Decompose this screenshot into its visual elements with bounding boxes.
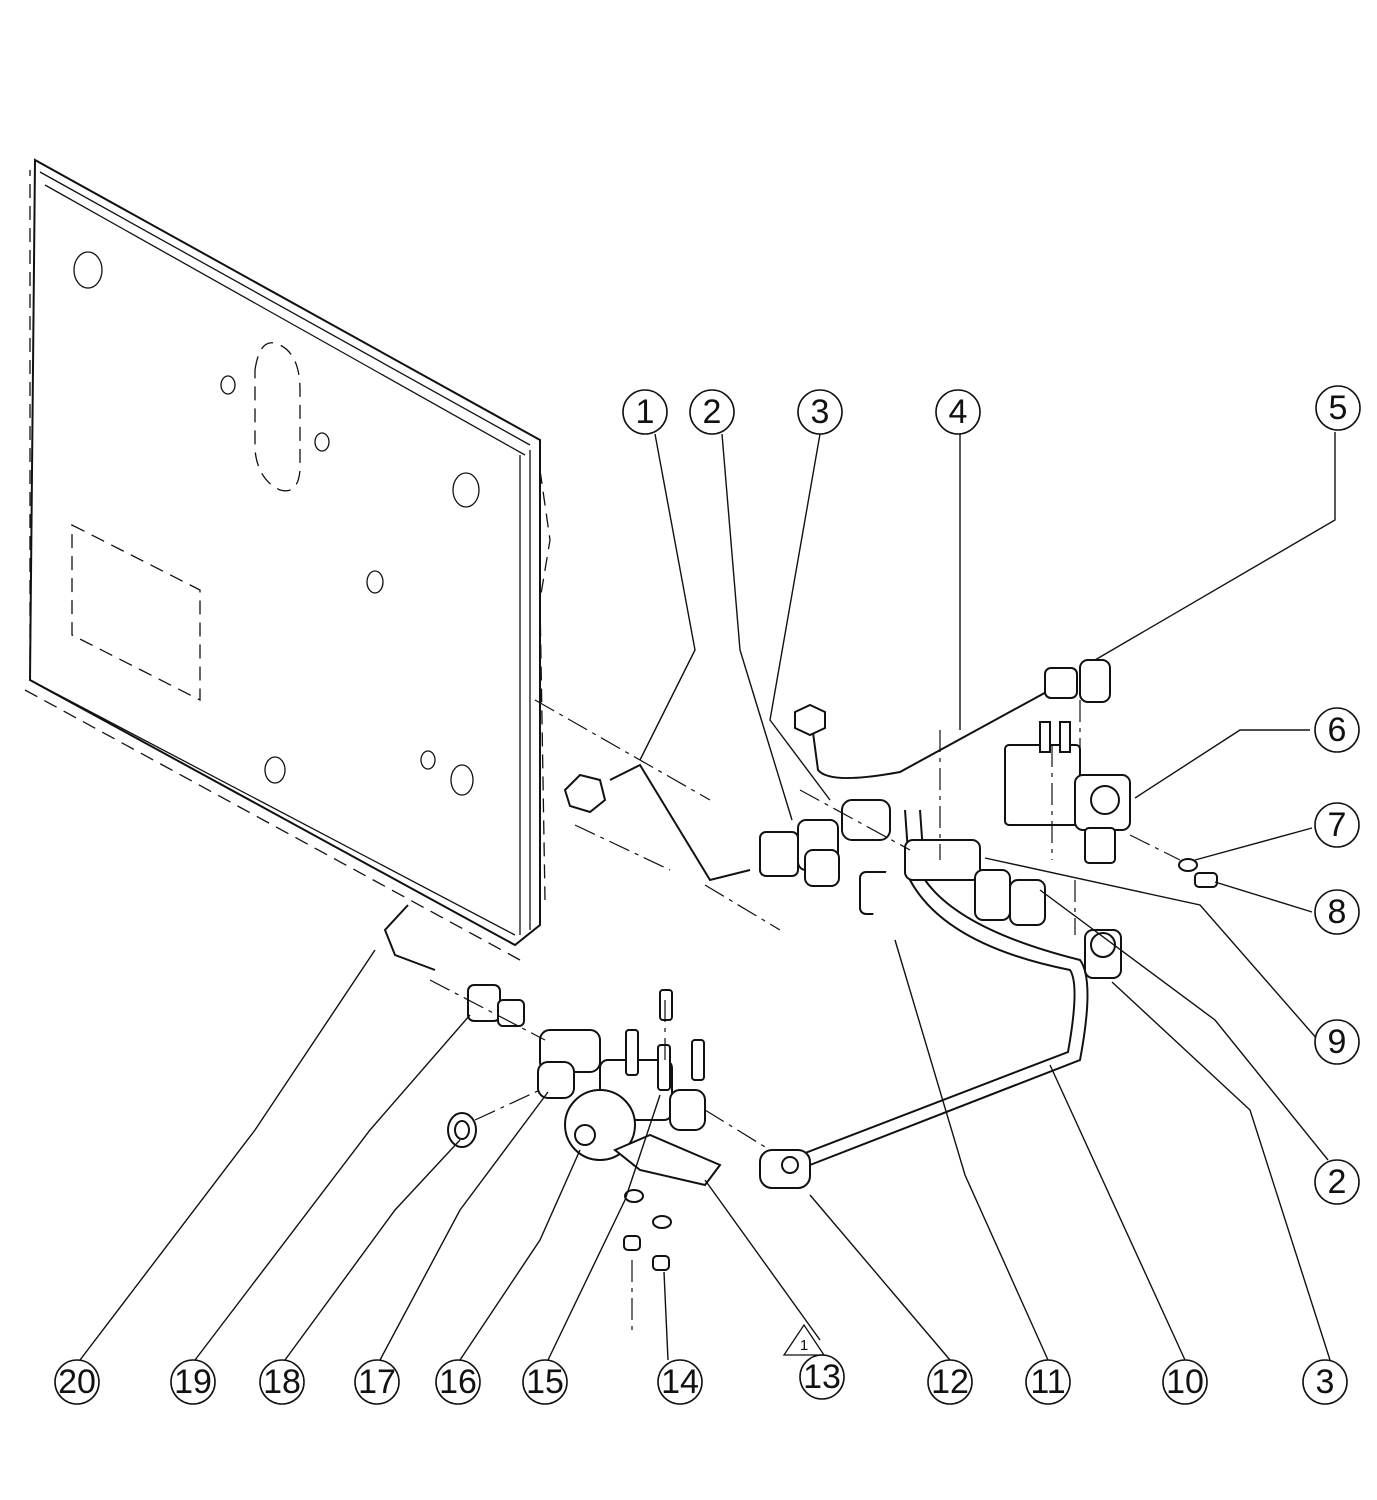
callout-number: 5 bbox=[1329, 389, 1348, 427]
callout-number: 9 bbox=[1328, 1023, 1347, 1061]
callout-number: 16 bbox=[439, 1363, 477, 1401]
callout-balloon-4: 4 bbox=[935, 389, 981, 435]
callout-balloon-13: 13 bbox=[799, 1354, 845, 1400]
leader-lines bbox=[79, 432, 1336, 1361]
callout-number: 17 bbox=[358, 1363, 396, 1401]
callout-number: 11 bbox=[1030, 1363, 1065, 1401]
callout-balloon-2: 2 bbox=[689, 389, 735, 435]
callout-number: 3 bbox=[811, 393, 830, 431]
callout-number: 6 bbox=[1328, 711, 1347, 749]
callout-balloon-2b: 2 bbox=[1314, 1159, 1360, 1205]
callout-number: 1 bbox=[636, 393, 655, 431]
callout-balloon-3: 3 bbox=[797, 389, 843, 435]
tube-part-10 bbox=[799, 809, 1089, 1166]
callout-balloon-10: 10 bbox=[1162, 1359, 1208, 1405]
callout-balloon-12: 12 bbox=[927, 1359, 973, 1405]
callout-number: 12 bbox=[931, 1363, 969, 1401]
callout-balloon-9: 9 bbox=[1314, 1019, 1360, 1065]
screw-part-7-8 bbox=[1178, 858, 1218, 888]
elbow-part-12 bbox=[759, 1149, 811, 1189]
solenoid-valve-part-6 bbox=[1004, 721, 1131, 864]
callout-number: 18 bbox=[263, 1363, 301, 1401]
connector-part-19 bbox=[467, 984, 525, 1027]
callout-number: 10 bbox=[1166, 1363, 1204, 1401]
callout-number: 8 bbox=[1328, 893, 1347, 931]
callout-number: 14 bbox=[661, 1363, 699, 1401]
callout-number: 19 bbox=[174, 1363, 212, 1401]
tube-part-1 bbox=[563, 763, 751, 882]
callout-balloon-15: 15 bbox=[522, 1359, 568, 1405]
callout-number: 13 bbox=[803, 1358, 841, 1396]
callout-balloon-19: 19 bbox=[170, 1359, 216, 1405]
callout-balloon-16: 16 bbox=[435, 1359, 481, 1405]
callout-balloon-14: 14 bbox=[657, 1359, 703, 1405]
callout-balloon-5: 5 bbox=[1315, 385, 1361, 431]
alignment-lines bbox=[429, 699, 1181, 1330]
callout-balloon-20: 20 bbox=[54, 1359, 100, 1405]
callout-number: 2 bbox=[1328, 1163, 1347, 1201]
callout-balloon-8: 8 bbox=[1314, 889, 1360, 935]
callout-balloon-1: 1 bbox=[622, 389, 668, 435]
tee-fitting-part-2-3 bbox=[759, 799, 891, 887]
callout-number: 2 bbox=[703, 393, 722, 431]
tube-part-4 bbox=[794, 659, 1111, 779]
mounting-panel bbox=[24, 158, 551, 961]
callout-balloon-6: 6 bbox=[1314, 707, 1360, 753]
callout-number: 7 bbox=[1328, 806, 1347, 844]
tube-part-20 bbox=[383, 904, 436, 971]
grommet-part-18 bbox=[447, 1112, 477, 1148]
callout-number: 20 bbox=[58, 1363, 96, 1401]
fitting-part-9 bbox=[904, 839, 1046, 926]
callout-balloon-7: 7 bbox=[1314, 802, 1360, 848]
callout-number: 3 bbox=[1316, 1363, 1335, 1401]
revision-triangle: 1 bbox=[782, 1323, 826, 1356]
callout-balloon-11: 11 bbox=[1025, 1359, 1071, 1405]
callout-balloon-3b: 3 bbox=[1302, 1359, 1348, 1405]
callout-balloon-18: 18 bbox=[259, 1359, 305, 1405]
callout-number: 4 bbox=[949, 393, 968, 431]
revision-number: 1 bbox=[800, 1337, 808, 1354]
callout-balloon-17: 17 bbox=[354, 1359, 400, 1405]
regulator-assembly-part-13-17 bbox=[537, 989, 722, 1271]
elbow-part-3 bbox=[1084, 929, 1122, 979]
callout-number: 15 bbox=[526, 1363, 564, 1401]
